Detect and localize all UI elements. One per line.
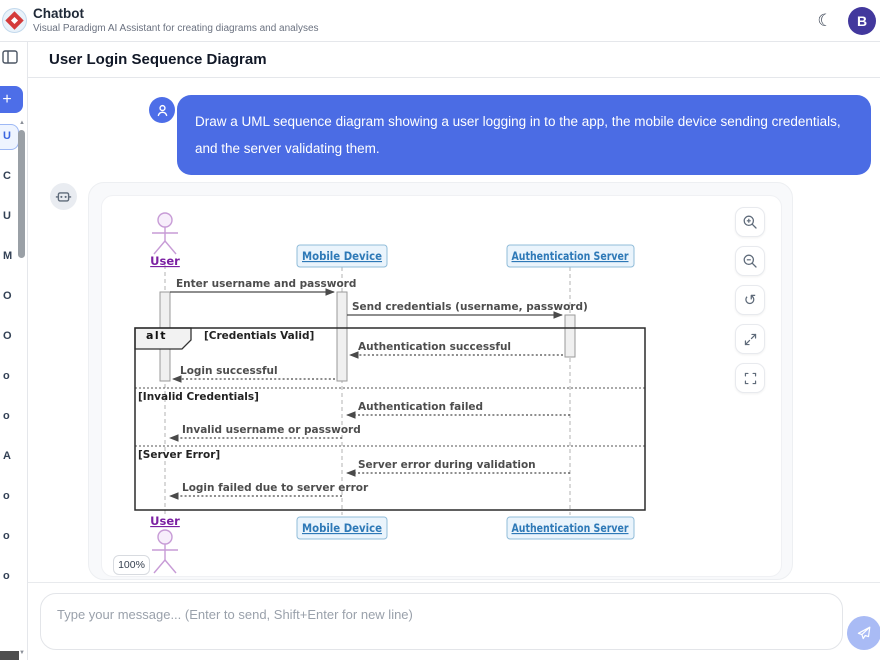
chat-area: Draw a UML sequence diagram showing a us… [28,78,880,582]
lifeline-label-auth-server[interactable]: Authentication Server [512,249,629,263]
conversation-item[interactable]: o [3,490,10,502]
lifeline-head-mobile-device[interactable] [296,244,388,268]
new-chat-button[interactable]: + [0,86,23,113]
lifeline-head-auth-server[interactable] [506,244,635,268]
sidebar-toggle-button[interactable] [1,50,19,66]
expand-arrows-icon [744,333,756,345]
conversation-item[interactable]: U [0,124,20,150]
conversation-item[interactable]: o [3,410,10,422]
conversation-item[interactable]: U [3,210,11,222]
panel-toggle-icon [2,50,18,64]
message-label: Login successful [180,365,278,377]
lifeline-label-mobile-device-bottom[interactable]: Mobile Device [302,521,382,535]
scroll-down-arrow-icon[interactable]: ▼ [19,650,25,656]
fullscreen-brackets-icon [744,372,756,384]
zoom-in-icon [743,215,757,229]
app-titles: Chatbot Visual Paradigm AI Assistant for… [33,6,319,34]
lifeline-label-user[interactable]: User [150,254,180,268]
message-label: Server error during validation [358,459,536,471]
actor-user-top [152,212,178,255]
zoom-out-button[interactable] [735,246,765,276]
conversation-item[interactable]: A [3,450,11,462]
message-label: Send credentials (username, password) [352,301,588,313]
user-message-bubble: Draw a UML sequence diagram showing a us… [177,95,871,175]
app-header: Chatbot Visual Paradigm AI Assistant for… [0,0,880,42]
fit-to-screen-button[interactable] [735,324,765,354]
fragment-operator: alt [146,329,167,342]
window-corner-strip [0,651,19,660]
sidebar-scrollbar[interactable]: ▲ ▼ [18,120,26,656]
person-icon [157,104,167,116]
moon-icon: ☾ [817,11,833,30]
diagram-response-card: User Mobile Device Authentication Server [88,182,793,580]
lifeline-label-auth-server-bottom[interactable]: Authentication Server [512,521,629,535]
page-title: User Login Sequence Diagram [49,51,267,68]
message-composer [28,582,880,660]
scrollbar-thumb[interactable] [18,130,25,258]
lifeline-label-mobile-device[interactable]: Mobile Device [302,249,382,263]
conversation-item[interactable]: O [3,330,12,342]
send-button[interactable] [847,616,880,650]
dark-mode-toggle-button[interactable]: ☾ [812,8,838,34]
conversation-item[interactable]: o [3,570,10,582]
visual-paradigm-logo-icon [2,8,27,33]
header-actions: ☾ B [812,0,876,42]
app-title: Chatbot [33,6,84,22]
conversation-sidebar: + U C U M O O o o A o o o ▲ ▼ [0,42,28,660]
diagram-canvas[interactable]: User Mobile Device Authentication Server [101,195,782,577]
zoom-level-badge: 100% [113,555,150,575]
zoom-out-icon [743,254,757,268]
lifeline-foot-auth-server[interactable] [506,516,635,540]
fragment-guard: [Credentials Valid] [204,330,314,342]
scroll-up-arrow-icon[interactable]: ▲ [19,120,25,126]
conversation-item[interactable]: C [3,170,11,182]
message-label: Authentication failed [358,401,483,413]
account-avatar[interactable]: B [848,7,876,35]
zoom-in-button[interactable] [735,207,765,237]
alt-fragment-frame [134,327,646,511]
conversation-item[interactable]: M [3,250,13,262]
conversation-item[interactable]: O [3,290,12,302]
user-avatar [149,97,175,123]
activation-mobile-device [336,291,348,382]
message-label: Invalid username or password [182,424,361,436]
bot-avatar [50,183,77,210]
paper-plane-icon [857,626,871,640]
fullscreen-button[interactable] [735,363,765,393]
message-label: Authentication successful [358,341,511,353]
uml-sequence-diagram: User Mobile Device Authentication Server [134,212,646,574]
fragment-guard: [Server Error] [138,449,220,461]
actor-user-bottom [152,529,178,574]
body-row: + U C U M O O o o A o o o ▲ ▼ [0,42,880,660]
lifeline-foot-mobile-device[interactable] [296,516,388,540]
reset-view-button[interactable]: ↺ [735,285,765,315]
reset-icon: ↺ [743,292,757,309]
diagram-viewer-controls: ↺ [735,207,765,393]
logo-diamond [5,11,24,30]
conversation-item[interactable]: o [3,530,10,542]
message-label: Enter username and password [176,278,356,290]
activation-auth-server [564,314,576,358]
page-titlebar: User Login Sequence Diagram [28,42,880,78]
conversation-item[interactable]: o [3,370,10,382]
message-input[interactable] [40,593,843,650]
main-panel: User Login Sequence Diagram Draw a UML s… [28,42,880,660]
message-label: Login failed due to server error [182,482,369,494]
fragment-guard: [Invalid Credentials] [138,391,259,403]
lifeline-label-user-bottom[interactable]: User [150,514,180,528]
app-subtitle: Visual Paradigm AI Assistant for creatin… [33,23,319,34]
conversation-list: U C U M O O o o A o o o [0,124,20,604]
robot-icon [55,192,72,202]
